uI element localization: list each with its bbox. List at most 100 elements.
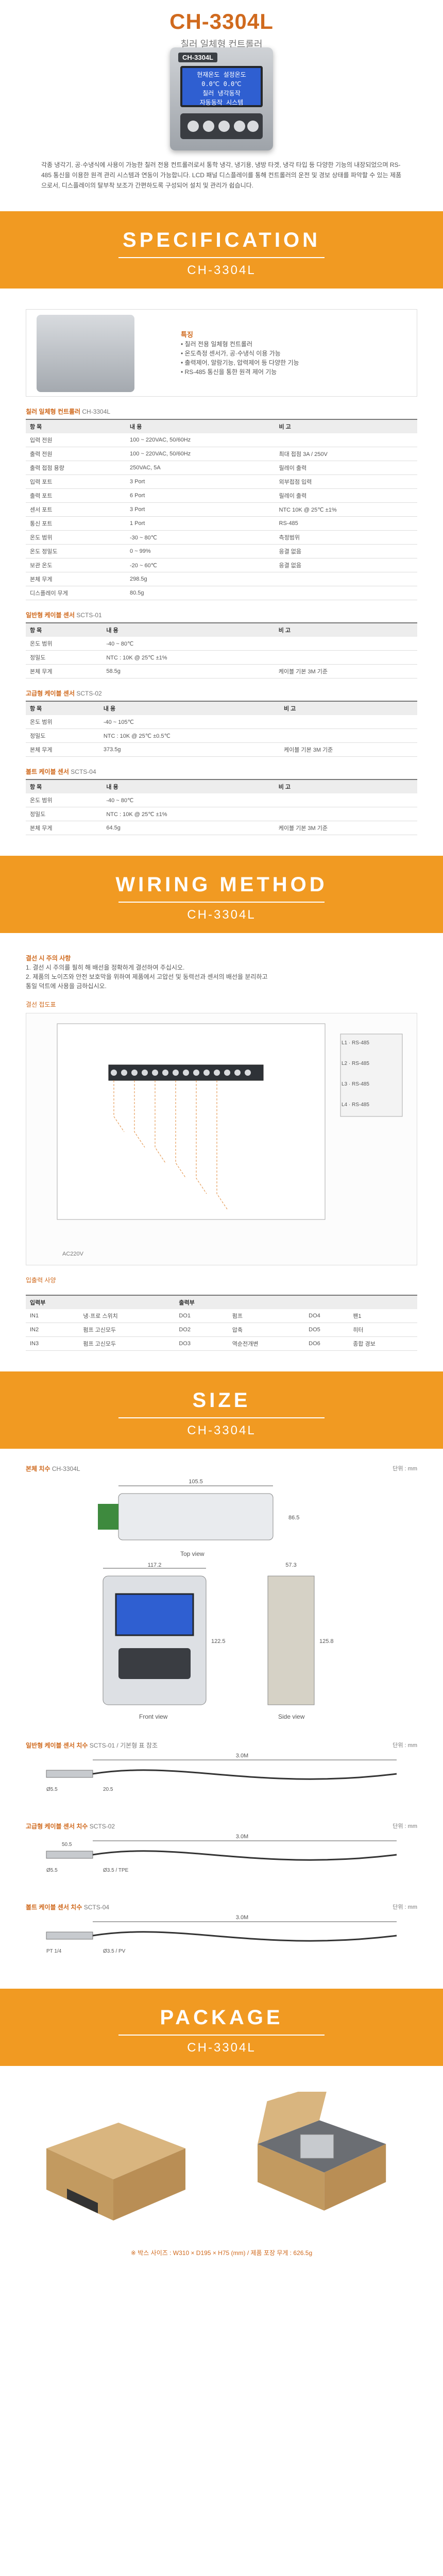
table-header: 비 고 bbox=[274, 779, 417, 793]
spec-banner: SPECIFICATION CH-3304L bbox=[0, 211, 443, 289]
terminal bbox=[121, 1070, 127, 1076]
io-header: 입력부 bbox=[26, 1295, 79, 1309]
intro-text: 각종 냉각기, 공·수냉식에 사용이 가능한 칠러 전용 컨트롤러로서 통학 냉… bbox=[41, 161, 402, 189]
header: CH-3304L 칠러 일체형 컨트롤러 CH-3304L 현재온도 설정온도 … bbox=[0, 0, 443, 155]
table-header: 항 목 bbox=[26, 622, 103, 637]
front-side-drawing: 117.2 57.3 122.5 125.8 Front view Side v… bbox=[26, 1561, 417, 1725]
terminal bbox=[203, 1070, 210, 1076]
terminal bbox=[173, 1070, 179, 1076]
terminal bbox=[131, 1070, 138, 1076]
device-keypad bbox=[180, 113, 263, 139]
terminal bbox=[234, 1070, 241, 1076]
svg-text:PT 1/4: PT 1/4 bbox=[46, 1948, 62, 1954]
table-header: 항 목 bbox=[26, 419, 126, 433]
terminal bbox=[162, 1070, 168, 1076]
size-banner: SIZE CH-3304L bbox=[0, 1371, 443, 1449]
diagram-title: 결선 접도표 bbox=[26, 1001, 56, 1008]
table-header: 항 목 bbox=[26, 779, 103, 793]
device-lcd: 현재온도 설정온도 0.0℃ 0.0℃ 칠러 냉각동작 자동동작 시스템 bbox=[180, 66, 263, 107]
feature-device-image bbox=[37, 315, 134, 392]
terminal bbox=[152, 1070, 158, 1076]
wire bbox=[196, 1080, 207, 1194]
svg-text:Ø5.5: Ø5.5 bbox=[46, 1787, 58, 1792]
wiring-diagram: AC220V L1 · RS-485 L2 · RS-485 L3 · RS-4… bbox=[26, 1013, 417, 1265]
table-row: 온도 범위-40 ~ 105℃ bbox=[26, 715, 417, 729]
terminal bbox=[245, 1070, 251, 1076]
svg-text:L4 · RS-485: L4 · RS-485 bbox=[342, 1102, 369, 1108]
table-header: 비 고 bbox=[274, 622, 417, 637]
package-banner: PACKAGE CH-3304L bbox=[0, 1989, 443, 2066]
svg-text:3.0M: 3.0M bbox=[236, 1914, 248, 1921]
device-brand: CH-3304L bbox=[178, 53, 217, 62]
wire bbox=[113, 1080, 125, 1132]
terminal bbox=[183, 1070, 189, 1076]
svg-text:125.8: 125.8 bbox=[319, 1638, 334, 1645]
terminal bbox=[193, 1070, 199, 1076]
table-title: 볼트 케이블 센서 SCTS-04 bbox=[26, 768, 96, 775]
package-note: ※ 박스 사이즈 : W310 × D195 × H75 (mm) / 제품 포… bbox=[130, 2249, 313, 2257]
svg-text:122.5: 122.5 bbox=[211, 1638, 226, 1645]
wire bbox=[155, 1080, 166, 1163]
subtitle: 칠러 일체형 컨트롤러 bbox=[180, 39, 263, 49]
closed-box-image bbox=[46, 2123, 185, 2221]
feature-box: 특징 • 칠러 전용 일체형 컨트롤러 • 온도측정 센서가, 공·수냉식 이용… bbox=[26, 309, 417, 397]
svg-text:L3 · RS-485: L3 · RS-485 bbox=[342, 1081, 369, 1087]
svg-text:86.5: 86.5 bbox=[288, 1515, 299, 1521]
table-header: 항 목 bbox=[26, 701, 99, 715]
sensor-drawing: 3.0M PT 1/4 Ø3.5 / PV bbox=[26, 1911, 417, 1968]
top-view-drawing: 105.5 86.5 Top view bbox=[26, 1473, 417, 1561]
wiring-banner: WIRING METHOD CH-3304L bbox=[0, 856, 443, 933]
io-title: 입출력 사양 bbox=[26, 1277, 56, 1284]
svg-text:57.3: 57.3 bbox=[285, 1562, 296, 1568]
svg-text:Ø3.5 / PV: Ø3.5 / PV bbox=[103, 1948, 126, 1954]
terminal bbox=[224, 1070, 230, 1076]
table-header: 내 용 bbox=[102, 622, 275, 637]
svg-text:50.5: 50.5 bbox=[62, 1842, 72, 1848]
terminal bbox=[111, 1070, 117, 1076]
io-header bbox=[349, 1295, 417, 1309]
wire bbox=[216, 1080, 228, 1210]
table-header: 내 용 bbox=[99, 701, 280, 715]
model-title: CH-3304L bbox=[169, 9, 274, 33]
open-box-image bbox=[258, 2092, 386, 2211]
table-title: 고급형 케이블 센서 SCTS-02 bbox=[26, 690, 102, 697]
device-image: CH-3304L 현재온도 설정온도 0.0℃ 0.0℃ 칠러 냉각동작 자동동… bbox=[170, 47, 273, 150]
table-header: 내 용 bbox=[102, 779, 275, 793]
table-title: 칠러 일체형 컨트롤러 CH-3304L bbox=[26, 408, 111, 415]
io-header bbox=[304, 1295, 349, 1309]
table-header: 비 고 bbox=[275, 419, 417, 433]
wire bbox=[134, 1080, 145, 1148]
table-row: 온도 범위-40 ~ 80℃ bbox=[26, 793, 417, 807]
table-title: 일반형 케이블 센서 SCTS-01 bbox=[26, 612, 102, 619]
table-row: 온도 범위-40 ~ 80℃ bbox=[26, 637, 417, 651]
svg-text:105.5: 105.5 bbox=[189, 1479, 203, 1485]
svg-text:Ø5.5: Ø5.5 bbox=[46, 1868, 58, 1873]
table-header: 비 고 bbox=[280, 701, 417, 715]
wiring-notes: 결선 시 주의 사항 1. 결선 시 주의를 필히 해 배선을 정확하게 결선하… bbox=[26, 955, 268, 990]
ac-label: AC220V bbox=[62, 1251, 84, 1257]
package-images bbox=[26, 2087, 417, 2241]
svg-text:3.0M: 3.0M bbox=[236, 1834, 248, 1840]
svg-text:20.5: 20.5 bbox=[103, 1787, 113, 1792]
